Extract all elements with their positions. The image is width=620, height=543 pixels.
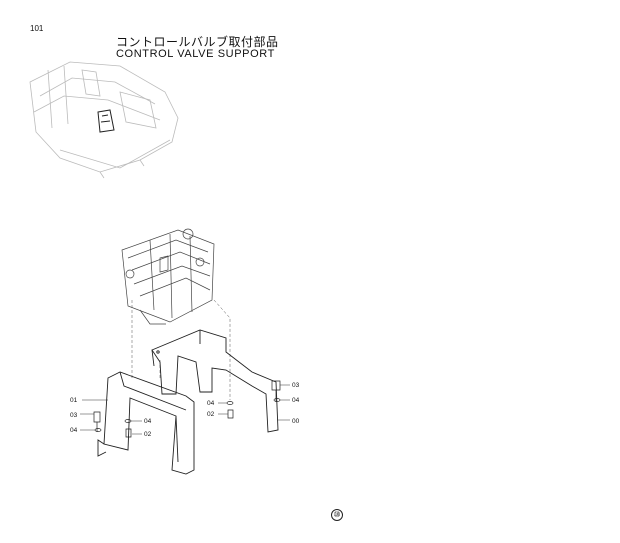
callout-01: 01	[70, 397, 78, 404]
bolt-02-center	[227, 409, 234, 419]
callout-04-left: 04	[70, 427, 78, 434]
page-number: 101	[30, 24, 44, 33]
support-bracket-front	[97, 371, 195, 475]
callout-03-left: 03	[70, 412, 78, 419]
control-valve	[121, 228, 215, 325]
washer-04-center	[226, 401, 234, 405]
callout-04-center: 04	[207, 400, 215, 407]
washer-04-left	[94, 428, 102, 432]
excavator-overview	[29, 61, 179, 179]
footer-mark: ⑩	[331, 509, 343, 521]
callout-04-mid-left: 04	[144, 418, 152, 425]
fasteners	[93, 380, 281, 438]
callout-03-right: 03	[292, 382, 300, 389]
bolt-03-right	[271, 380, 281, 402]
callout-02-left: 02	[144, 431, 152, 438]
overview-highlight	[97, 109, 115, 133]
support-bracket-rear	[151, 329, 279, 433]
callout-02-center: 02	[207, 411, 215, 418]
callout-leaders	[80, 384, 290, 435]
callout-00: 00	[292, 418, 300, 425]
callout-04-right: 04	[292, 397, 300, 404]
bolt-03-left	[93, 411, 101, 432]
leader-lines	[131, 299, 231, 400]
bolt-02-left	[125, 428, 132, 438]
washer-04-mid-left	[124, 419, 132, 423]
title-english: CONTROL VALVE SUPPORT	[116, 48, 275, 60]
title-japanese: コントロールバルブ取付部品	[116, 35, 279, 49]
